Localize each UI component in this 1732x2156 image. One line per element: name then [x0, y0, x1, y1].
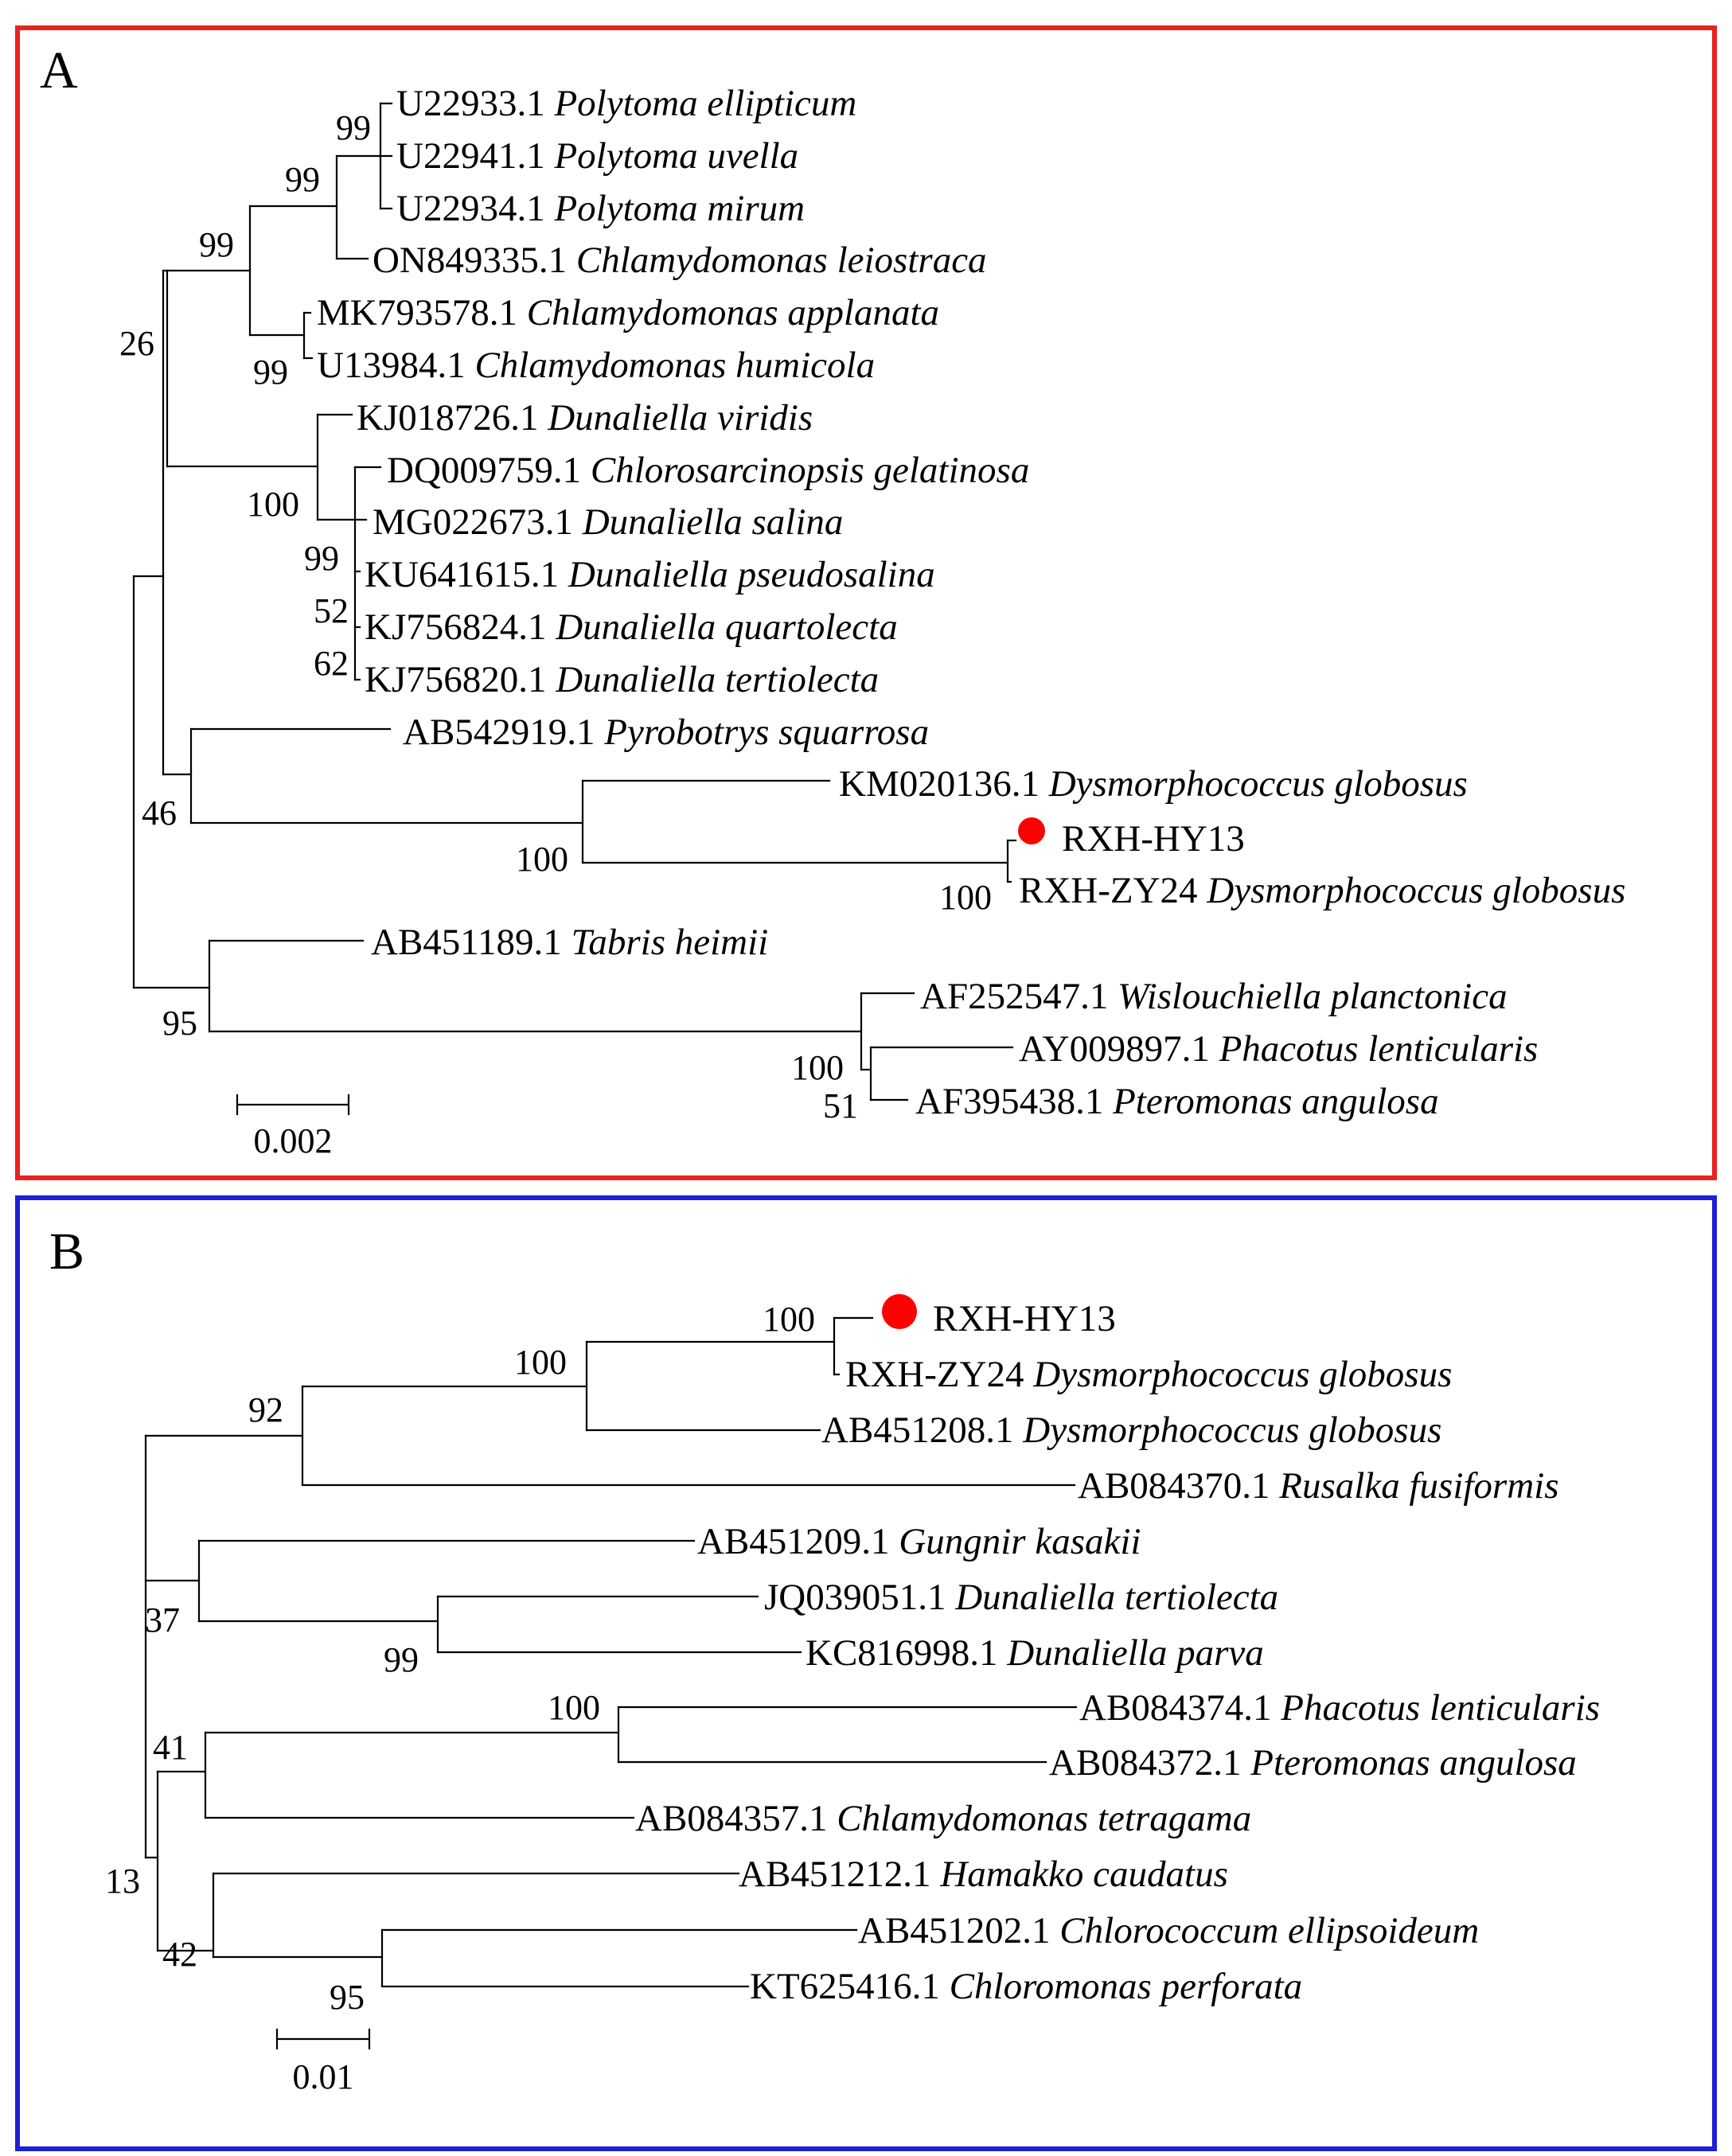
panel-b-taxa: RXH-HY13 RXH-ZY24 Dysmorphococcus globos… [635, 1294, 1600, 2007]
panel-a-scale-bar: 0.002 [236, 1094, 350, 1160]
bootstrap-value: 99 [253, 353, 288, 392]
panel-a-letter: A [40, 41, 78, 99]
bootstrap-value: 99 [304, 539, 339, 578]
bootstrap-value: 95 [162, 1004, 197, 1043]
panel-a-tree [132, 102, 1017, 1101]
taxon-label: AB084372.1 Pteromonas angulosa [1049, 1742, 1577, 1784]
taxon-label: U13984.1 Chlamydomonas humicola [317, 345, 875, 386]
taxon-label: KC816998.1 Dunaliella parva [806, 1632, 1264, 1674]
bootstrap-value: 37 [145, 1600, 180, 1639]
taxon-label: KJ756824.1 Dunaliella quartolecta [365, 606, 898, 648]
taxon-label: U22933.1 Polytoma ellipticum [396, 83, 856, 124]
taxon-label: KM020136.1 Dysmorphococcus globosus [839, 763, 1468, 805]
scale-bar-label: 0.01 [293, 2057, 354, 2096]
taxon-label: U22934.1 Polytoma mirum [396, 188, 805, 229]
taxon-label: AF395438.1 Pteromonas angulosa [915, 1081, 1439, 1122]
bootstrap-value: 100 [514, 1343, 567, 1382]
bootstrap-value: 100 [247, 485, 299, 524]
panel-b-tree [144, 1316, 1078, 1988]
highlight-dot [1018, 817, 1045, 844]
scale-bar-line [236, 1094, 350, 1116]
highlight-dot [882, 1294, 917, 1329]
bootstrap-value: 62 [314, 644, 349, 683]
bootstrap-value: 100 [791, 1048, 844, 1087]
panel-a: A [15, 25, 1717, 1180]
bootstrap-value: 99 [336, 108, 371, 147]
bootstrap-value: 51 [823, 1086, 858, 1125]
taxon-label: AB451208.1 Dysmorphococcus globosus [821, 1409, 1441, 1451]
taxon-label: U22941.1 Polytoma uvella [396, 135, 798, 177]
panel-b-scale-bar: 0.01 [275, 2028, 371, 2096]
bootstrap-value: 92 [248, 1390, 283, 1429]
bootstrap-value: 100 [548, 1688, 600, 1727]
taxon-label: ON849335.1 Chlamydomonas leiostraca [373, 240, 987, 281]
bootstrap-value: 100 [516, 840, 568, 879]
bootstrap-value: 99 [285, 160, 320, 199]
bootstrap-value: 26 [119, 324, 154, 363]
taxon-label: MK793578.1 Chlamydomonas applanata [317, 292, 939, 333]
scale-bar-label: 0.002 [254, 1121, 333, 1160]
taxon-label-highlight: RXH-HY13 [1062, 818, 1245, 860]
panel-b-frame [15, 1195, 1717, 2151]
taxon-label: AB084370.1 Rusalka fusiformis [1078, 1465, 1559, 1507]
panel-b: B [15, 1195, 1717, 2151]
taxon-label: AB451189.1 Tabris heimii [371, 922, 768, 963]
taxon-label: AY009897.1 Phacotus lenticularis [1019, 1028, 1538, 1070]
taxon-label: RXH-ZY24 Dysmorphococcus globosus [1019, 870, 1625, 911]
taxon-label: AB542919.1 Pyrobotrys squarrosa [403, 712, 929, 753]
taxon-label: AB451212.1 Hamakko caudatus [739, 1854, 1228, 1895]
taxon-label: AB451202.1 Chlorococcum ellipsoideum [858, 1910, 1479, 1951]
taxon-label: KT625416.1 Chloromonas perforata [750, 1966, 1302, 2007]
taxon-label: JQ039051.1 Dunaliella tertiolecta [764, 1577, 1278, 1618]
taxon-label-highlight: RXH-HY13 [933, 1298, 1116, 1339]
panel-a-bootstrap: 99 99 99 26 99 100 99 52 62 46 100 100 9… [119, 108, 992, 1125]
bootstrap-value: 13 [105, 1862, 140, 1901]
taxon-label: AB084357.1 Chlamydomonas tetragama [635, 1798, 1251, 1839]
taxon-label: MG022673.1 Dunaliella salina [373, 501, 843, 543]
panel-a-taxa: U22933.1 Polytoma ellipticum U22941.1 Po… [317, 83, 1625, 1122]
taxon-label: KU641615.1 Dunaliella pseudosalina [365, 554, 935, 595]
bootstrap-value: 95 [330, 1978, 365, 2017]
taxon-label: RXH-ZY24 Dysmorphococcus globosus [845, 1354, 1452, 1395]
bootstrap-value: 100 [939, 878, 992, 917]
taxon-label: AB451209.1 Gungnir kasakii [697, 1521, 1141, 1562]
bootstrap-value: 100 [763, 1300, 815, 1339]
bootstrap-value: 52 [314, 591, 349, 630]
taxon-label: AB084374.1 Phacotus lenticularis [1079, 1687, 1600, 1729]
panel-a-frame [15, 25, 1717, 1180]
panel-b-bootstrap: 100 100 92 37 99 100 41 13 42 95 [105, 1300, 815, 2017]
taxon-label: AF252547.1 Wislouchiella planctonica [920, 976, 1508, 1017]
scale-bar-line [275, 2028, 371, 2050]
bootstrap-value: 46 [142, 793, 177, 832]
taxon-label: KJ756820.1 Dunaliella tertiolecta [365, 659, 879, 700]
bootstrap-value: 41 [153, 1728, 188, 1767]
panel-b-letter: B [49, 1222, 84, 1281]
bootstrap-value: 42 [162, 1935, 197, 1974]
taxon-label: KJ018726.1 Dunaliella viridis [357, 397, 813, 439]
taxon-label: DQ009759.1 Chlorosarcinopsis gelatinosa [387, 450, 1029, 491]
bootstrap-value: 99 [199, 225, 234, 264]
bootstrap-value: 99 [384, 1640, 419, 1679]
